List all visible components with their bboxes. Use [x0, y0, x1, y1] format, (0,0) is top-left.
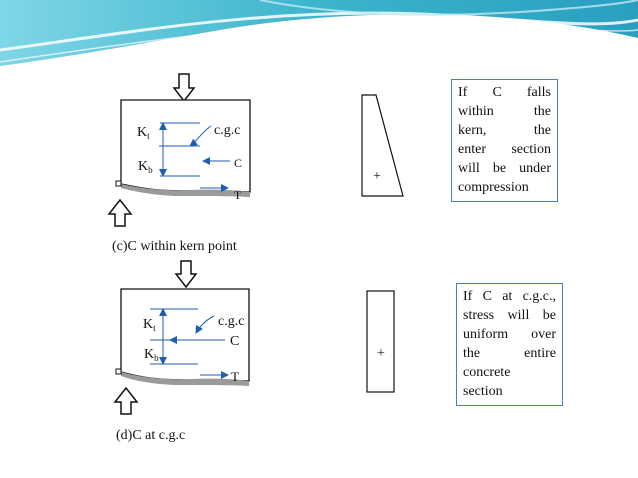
t-label: T: [231, 369, 239, 384]
stress-sign: +: [377, 346, 385, 361]
panel-d-stress-diagram: +: [366, 290, 395, 393]
c-label: C: [234, 156, 242, 170]
tendon-profile: [121, 184, 250, 197]
reaction-arrow-up-icon: [107, 198, 133, 227]
load-arrow-down-icon: [172, 73, 196, 103]
note-line: uniform over: [463, 327, 556, 342]
panel-c-beam: Kt Kb c.g.c C T: [107, 73, 251, 227]
note-line: enter section: [458, 142, 551, 157]
note-line: within the: [458, 104, 551, 119]
reaction-arrow-up-icon: [113, 386, 139, 415]
note-line: If C falls: [458, 85, 551, 100]
note-line: will be under: [458, 161, 551, 176]
kt-label: Kt: [137, 125, 150, 141]
note-box-cgc: If C at c.g.c., stress will be uniform o…: [456, 283, 563, 406]
note-line: compression: [458, 180, 529, 195]
note-line: If C at c.g.c.,: [463, 289, 556, 304]
panel-c-caption: (c)C within kern point: [112, 239, 237, 254]
anchor-plate: [115, 180, 122, 187]
note-box-kern: If C falls within the kern, the enter se…: [451, 79, 558, 202]
cgc-label: c.g.c: [218, 314, 244, 329]
panel-d-beam: Kt Kb c.g.c C T: [113, 260, 250, 415]
note-line: kern, the: [458, 123, 551, 138]
c-label: C: [230, 334, 239, 349]
t-label: T: [234, 188, 242, 202]
stress-sign: +: [373, 169, 381, 184]
kt-label: Kt: [143, 317, 156, 333]
note-line: stress will be: [463, 308, 556, 323]
note-line: section: [463, 384, 503, 399]
panel-d-caption: (d)C at c.g.c: [116, 428, 185, 443]
note-line: concrete: [463, 365, 511, 380]
kb-label: Kb: [144, 347, 159, 363]
anchor-plate: [115, 368, 122, 375]
tendon-profile: [121, 372, 249, 386]
cgc-label: c.g.c: [214, 123, 240, 138]
load-arrow-down-icon: [174, 260, 198, 289]
note-line: the entire: [463, 346, 556, 361]
header-decoration: [0, 0, 638, 66]
panel-c-stress-diagram: +: [361, 94, 404, 197]
kb-label: Kb: [138, 159, 153, 175]
